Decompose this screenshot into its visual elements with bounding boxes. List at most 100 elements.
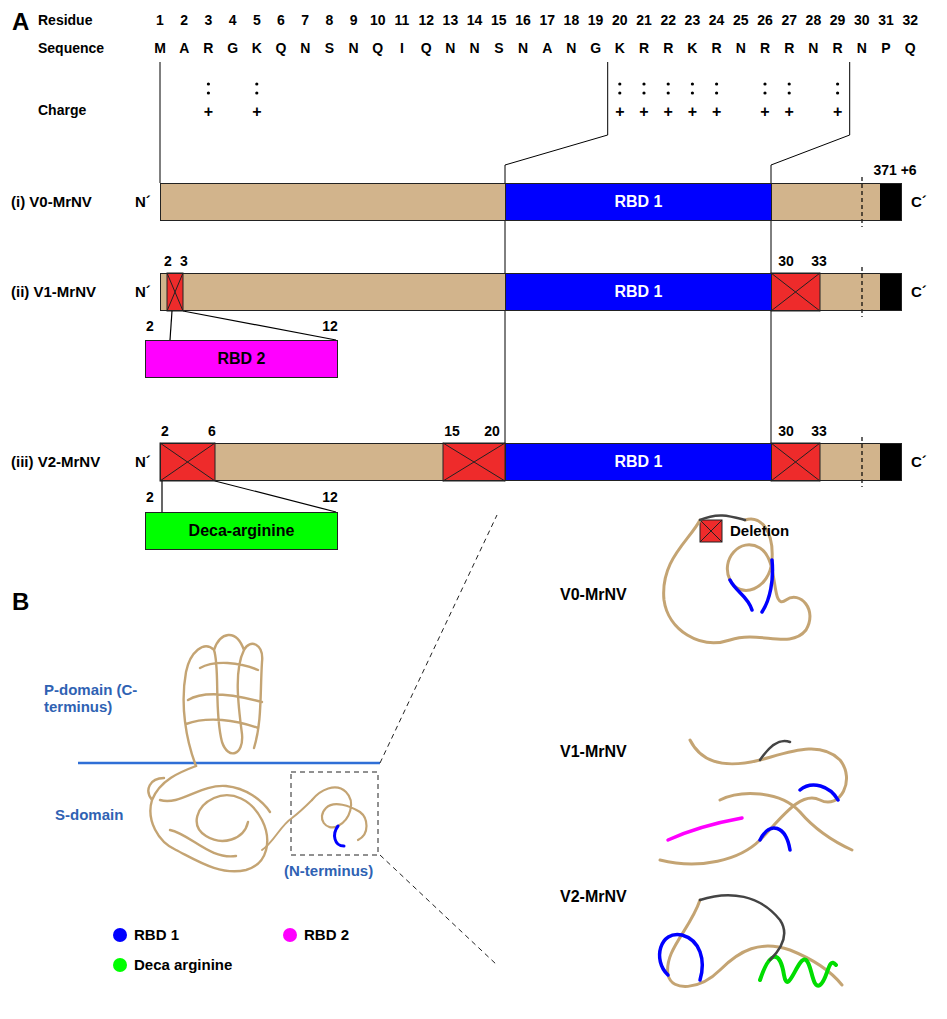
sequence-label: 22 (660, 12, 676, 28)
charge-dots (763, 82, 766, 85)
sequence-label: V1-MrNV (560, 743, 627, 761)
protein-bar (160, 183, 902, 481)
protein-structure (184, 635, 263, 766)
variant-name: (ii) V1-MrNV (11, 283, 96, 300)
v1-structure (660, 740, 852, 864)
sequence-label: 20 (484, 423, 500, 439)
zoom-connector (161, 481, 162, 512)
sequence-label: R (784, 40, 794, 56)
sequence-label: 7 (301, 12, 309, 28)
protein-bar (880, 273, 902, 311)
sequence-label: 1 (156, 12, 164, 28)
sequence-label: 6 (208, 423, 216, 439)
sequence-label: Q (372, 40, 383, 56)
row-heading: Charge (38, 102, 86, 118)
sequence-label: 2 (161, 423, 169, 439)
sequence-label: + (760, 103, 769, 121)
charge-dots (255, 82, 258, 85)
sequence-label: 30 (778, 423, 794, 439)
zoom-frame (380, 855, 497, 965)
sequence-label: R (203, 40, 213, 56)
guide-line (160, 62, 161, 183)
sequence-label: + (712, 103, 721, 121)
sequence-label: R (663, 40, 673, 56)
legend-swatch (113, 928, 127, 942)
sequence-label: P-domain (C-terminus) (44, 681, 154, 716)
charge-dots (207, 91, 210, 94)
rbd-domain: RBD 1 (505, 183, 772, 221)
row-heading: Sequence (38, 40, 104, 56)
deletion-mark (771, 443, 820, 481)
sequence-label: + (664, 103, 673, 121)
sequence-label: R (833, 40, 843, 56)
protein-bar: (ii) V1-MrNVN´C´RBD 1 (160, 273, 902, 311)
protein-bar (160, 443, 902, 481)
sequence-label: B (12, 588, 29, 616)
legend-label: Deletion (730, 522, 789, 539)
sequence-label: + (688, 103, 697, 121)
sequence-label: S-domain (55, 806, 123, 823)
sequence-label: 18 (564, 12, 580, 28)
sequence-label: S (494, 40, 503, 56)
sequence-label: K (615, 40, 625, 56)
charge-dots (691, 82, 694, 85)
legend-deletion-sample (700, 520, 722, 542)
sequence-label: Q (276, 40, 287, 56)
row-heading: (N-terminus) (284, 862, 373, 879)
sequence-label: G (590, 40, 601, 56)
v0-structure (664, 515, 810, 642)
domain-boundary (861, 177, 862, 487)
sequence-label: K (687, 40, 697, 56)
sequence-label: 3 (180, 253, 188, 269)
sequence-label: Q (421, 40, 432, 56)
sequence-label: 24 (709, 12, 725, 28)
sequence-label: 6 (277, 12, 285, 28)
sequence-label: N (349, 40, 359, 56)
zoom-connector (215, 481, 336, 512)
zoom-frame (380, 515, 497, 763)
sequence-label: 32 (902, 12, 918, 28)
charge-dots (788, 82, 791, 85)
membrane-line (78, 762, 380, 765)
charge-dots (255, 91, 258, 94)
domain-boundary (861, 267, 862, 317)
sequence-label: 2 (146, 318, 154, 334)
protein-structure (312, 787, 367, 840)
rbd-domain: RBD 1 (505, 443, 772, 481)
charge-dots (788, 91, 791, 94)
sequence-label: 31 (878, 12, 894, 28)
sequence-label: K (252, 40, 262, 56)
membrane-line (78, 763, 380, 764)
v1-structure (760, 741, 790, 760)
legend-swatch (113, 958, 127, 972)
sequence-label: A (179, 40, 189, 56)
protein-structure (148, 766, 270, 871)
v0-structure (700, 515, 745, 520)
domain-name: RBD 1 (614, 453, 662, 471)
sequence-label: N (300, 40, 310, 56)
terminus-label: C´ (911, 193, 927, 210)
deletion-mark (167, 273, 183, 311)
deletion-mark (771, 273, 820, 311)
v2-structure (760, 957, 836, 986)
sequence-label: 8 (325, 12, 333, 28)
row-heading: A (12, 8, 29, 36)
sequence-label: N (736, 40, 746, 56)
sequence-label: + (252, 103, 261, 121)
sequence-label: 12 (322, 318, 338, 334)
sequence-label: 26 (757, 12, 773, 28)
sequence-label: 23 (685, 12, 701, 28)
v2-structure (660, 934, 703, 980)
sequence-label: + (639, 103, 648, 121)
sequence-label: 25 (733, 12, 749, 28)
domain-name: RBD 1 (614, 193, 662, 211)
variant-name: (iii) V2-MrNV (11, 453, 100, 470)
deletion-mark (771, 273, 820, 311)
guide-line (771, 62, 850, 481)
rbd-domain: RBD 1 (505, 273, 772, 311)
sequence-label: A (542, 40, 552, 56)
sequence-label: 15 (444, 423, 460, 439)
sequence-label: 30 (854, 12, 870, 28)
